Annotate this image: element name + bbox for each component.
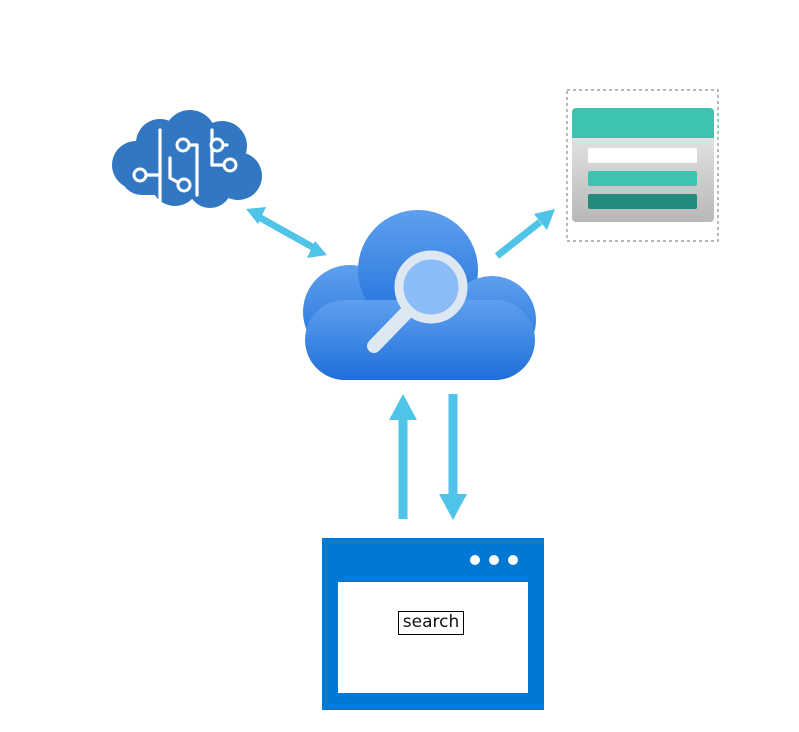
index-table-icon [566, 89, 719, 242]
bidirectional-arrow [246, 207, 327, 258]
arrow-down-to-client [439, 394, 467, 520]
cloud-search-icon [303, 210, 536, 380]
arrow-up-to-search [389, 394, 417, 519]
brain-circuit-icon [112, 110, 262, 208]
arrow-to-index [494, 209, 555, 259]
search-input[interactable]: search [398, 611, 464, 635]
